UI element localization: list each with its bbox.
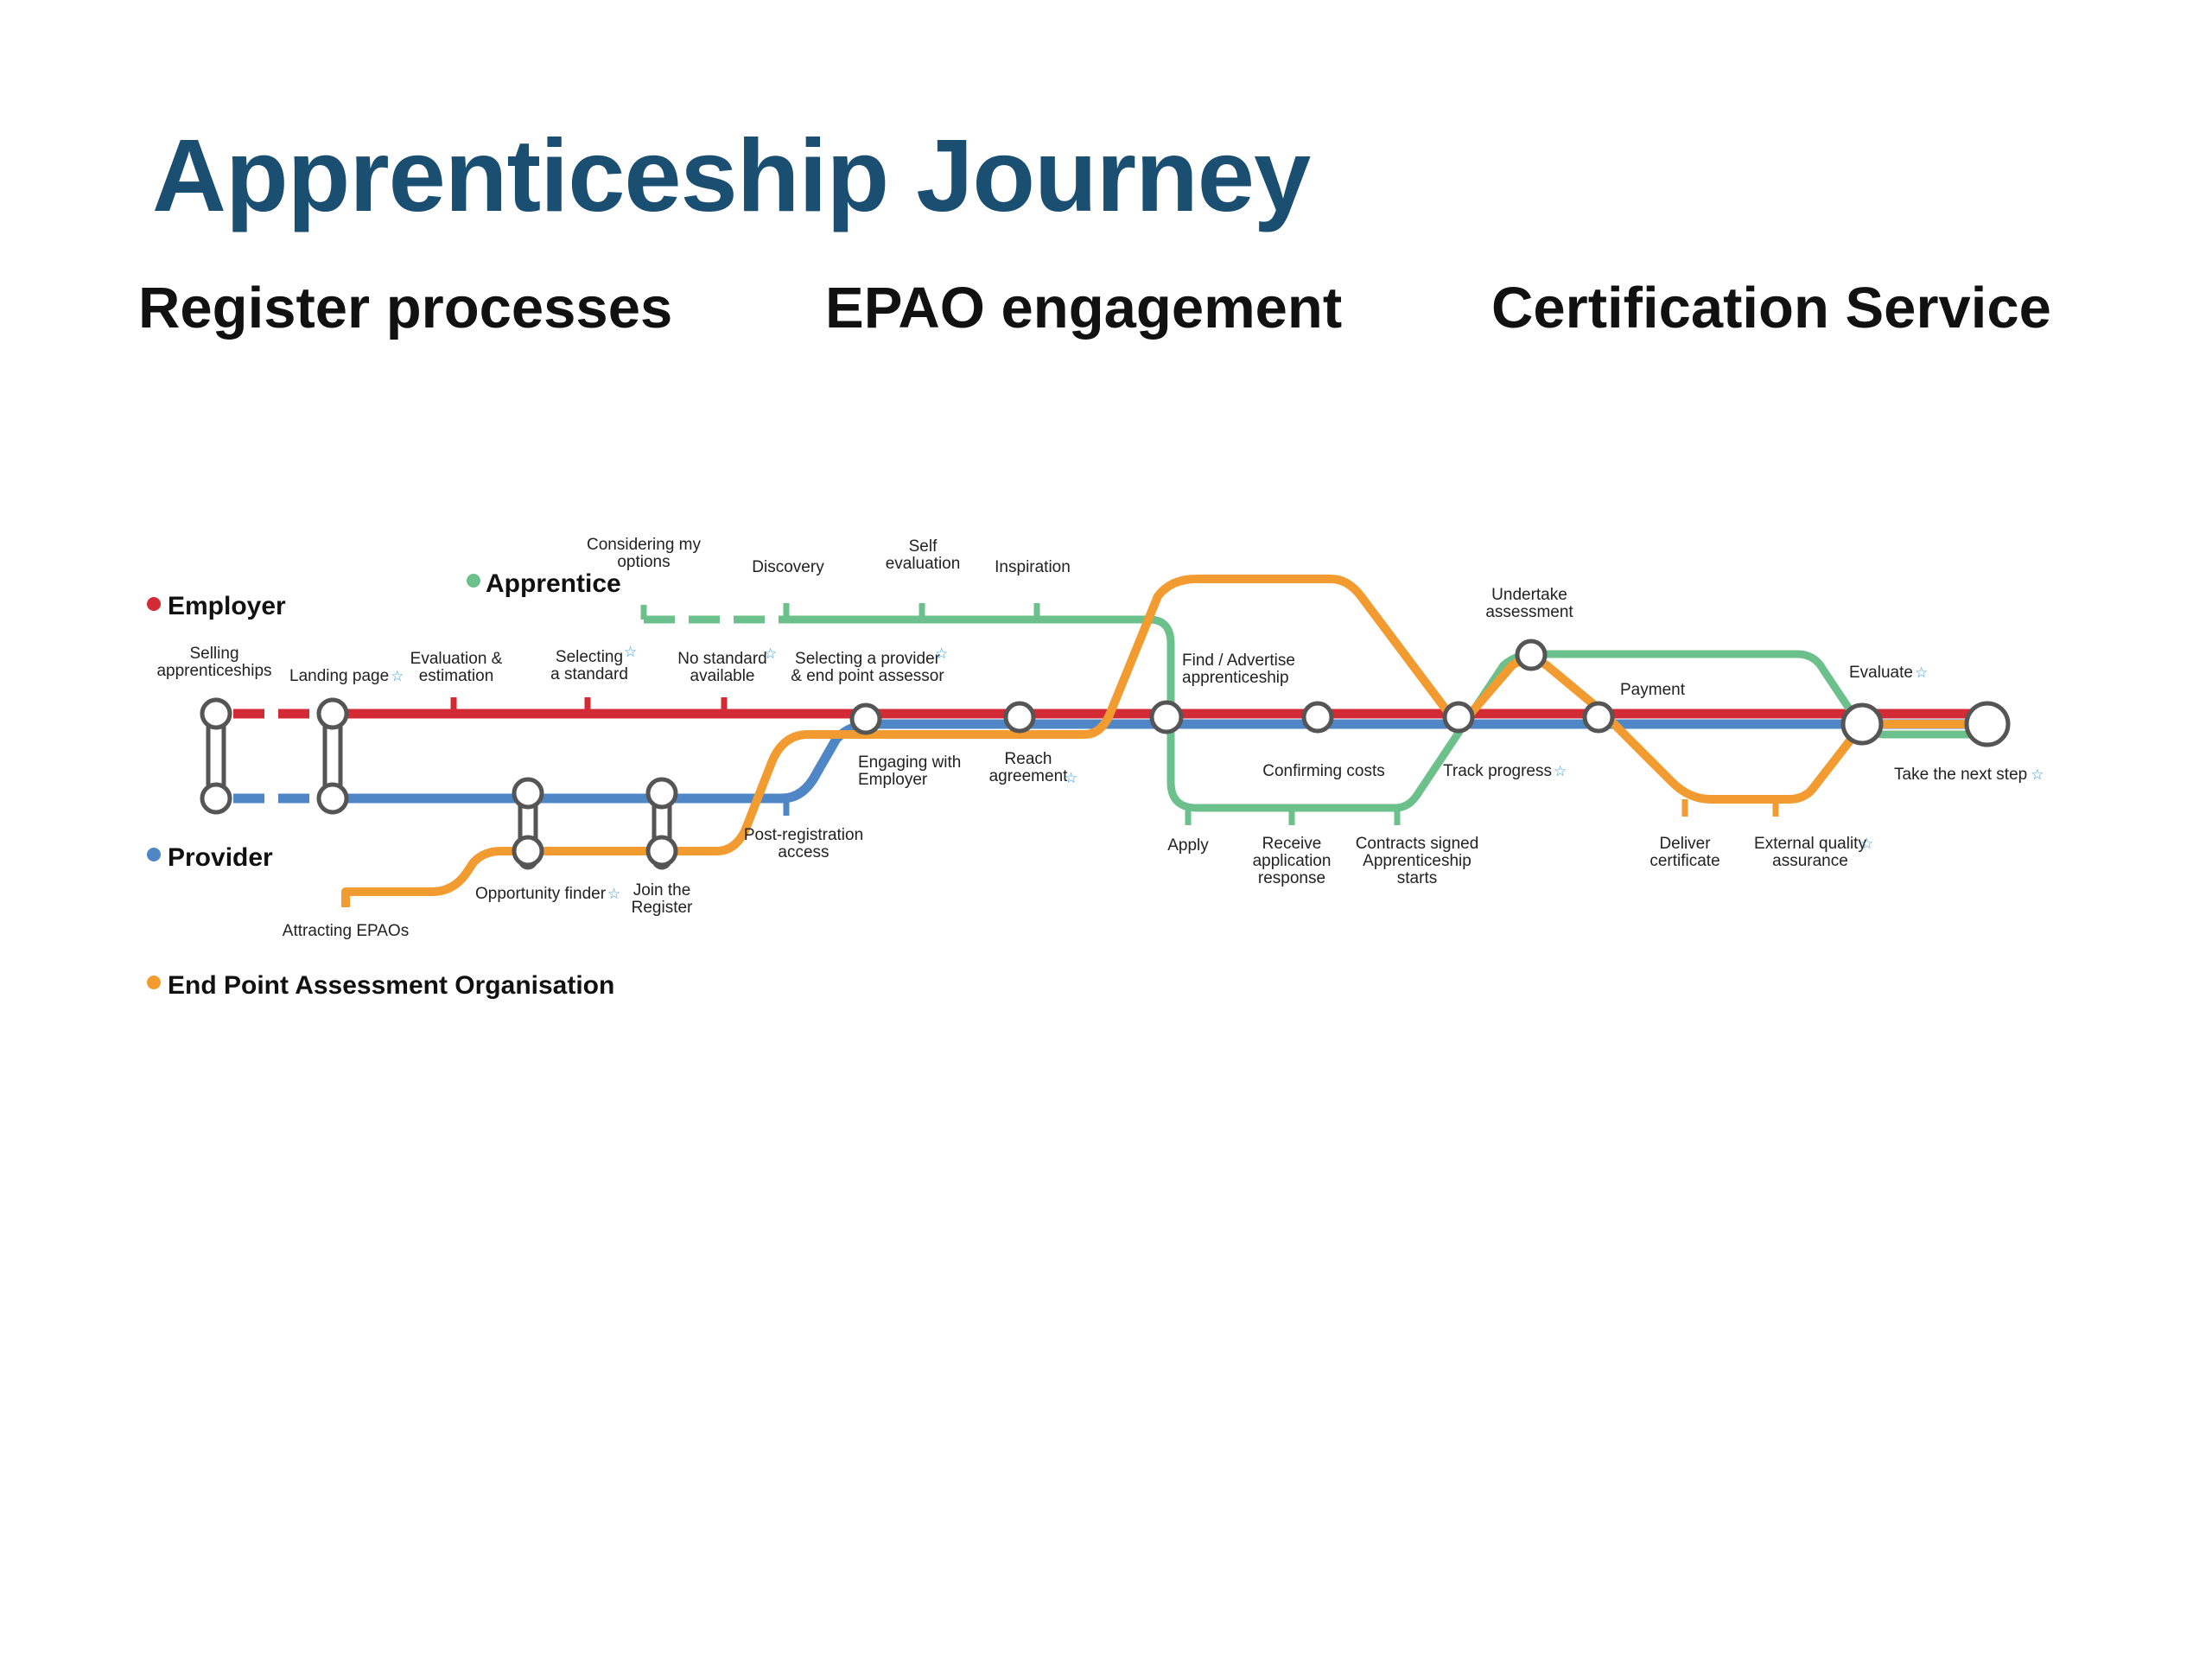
- station-confirming: [1301, 701, 1334, 734]
- star-icon: ☆: [1860, 836, 1873, 853]
- star-icon: ☆: [391, 668, 404, 685]
- label-attracting: Attracting EPAOs: [283, 922, 409, 940]
- section-epao-engagement: EPAO engagement: [825, 276, 1343, 340]
- legend-provider-dot: [147, 848, 161, 861]
- label-apply: Apply: [1167, 836, 1209, 855]
- legend-apprentice: Apprentice: [486, 569, 621, 598]
- label-evaluation: Evaluation &estimation: [410, 650, 503, 685]
- label-track: Track progress☆: [1443, 762, 1567, 780]
- station-find: [1149, 700, 1184, 734]
- label-evaluate: Evaluate☆: [1849, 664, 1928, 682]
- station-next-step: [1964, 701, 2011, 747]
- section-register-processes: Register processes: [138, 276, 673, 340]
- label-selecting-provider: Selecting a provider& end point assessor: [791, 650, 944, 685]
- label-payment: Payment: [1620, 681, 1686, 699]
- legend-provider: Provider: [168, 843, 273, 872]
- label-inspiration: Inspiration: [995, 558, 1071, 576]
- label-confirming: Confirming costs: [1262, 762, 1385, 780]
- legend-employer: Employer: [168, 592, 286, 620]
- station-engaging: [849, 702, 882, 735]
- star-icon: ☆: [935, 645, 948, 663]
- page-title: Apprenticeship Journey: [152, 118, 1311, 233]
- star-icon: ☆: [1065, 770, 1077, 787]
- star-icon: ☆: [2031, 766, 2044, 784]
- station-track: [1442, 701, 1475, 734]
- label-next-step: Take the next step☆: [1894, 766, 2044, 784]
- star-icon: ☆: [1915, 664, 1928, 682]
- star-icon: ☆: [624, 644, 637, 661]
- station-reach: [1003, 701, 1036, 734]
- legend: Employer Apprentice Provider End Point A…: [147, 569, 621, 1000]
- epao-line: [341, 575, 1979, 907]
- star-icon: ☆: [764, 645, 777, 663]
- legend-apprentice-dot: [467, 574, 480, 588]
- provider-line: [320, 719, 1979, 804]
- legend-epao-dot: [147, 976, 161, 989]
- label-landing: Landing page☆: [289, 667, 404, 685]
- legend-epao: End Point Assessment Organisation: [168, 971, 614, 1000]
- label-discovery: Discovery: [752, 558, 824, 576]
- station-undertake: [1515, 639, 1548, 671]
- label-opportunity: Opportunity finder☆: [475, 885, 620, 903]
- star-icon: ☆: [1554, 763, 1567, 780]
- station-payment: [1582, 701, 1615, 734]
- legend-employer-dot: [147, 597, 161, 611]
- station-evaluate: [1840, 702, 1884, 746]
- section-certification-service: Certification Service: [1491, 276, 2051, 340]
- star-icon: ☆: [607, 886, 620, 903]
